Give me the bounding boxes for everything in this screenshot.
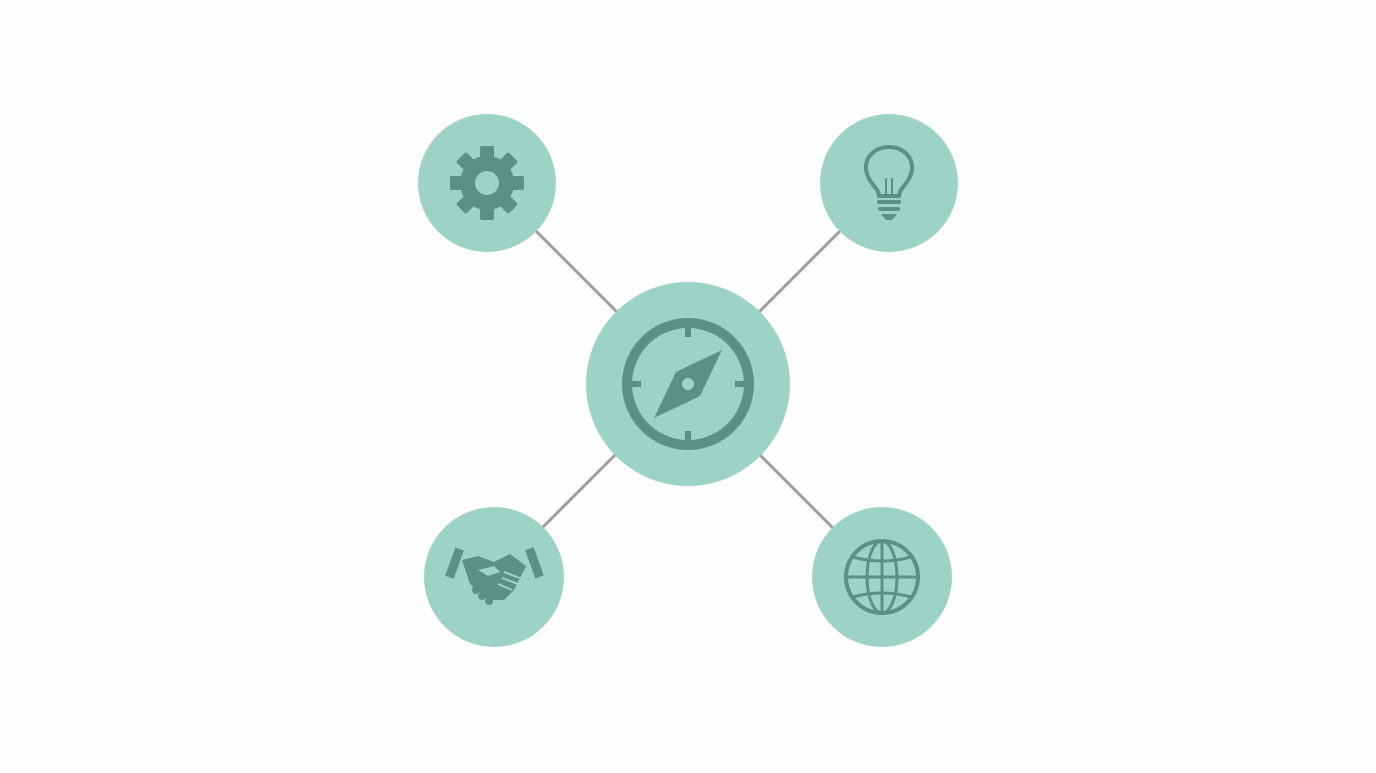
handshake-icon [445, 547, 544, 605]
hub-node [586, 282, 790, 486]
compass-icon [622, 318, 754, 450]
gear-icon [450, 146, 524, 220]
globe-icon [844, 539, 920, 615]
connector-bottom-left [541, 453, 617, 529]
node-top-left [418, 114, 556, 252]
connector-top-right [758, 230, 841, 313]
connector-top-left [535, 230, 618, 313]
node-bottom-left [424, 507, 564, 647]
connector-bottom-right [758, 453, 834, 529]
node-bottom-right [812, 507, 952, 647]
node-top-right [820, 114, 958, 252]
lightbulb-icon [863, 145, 915, 220]
